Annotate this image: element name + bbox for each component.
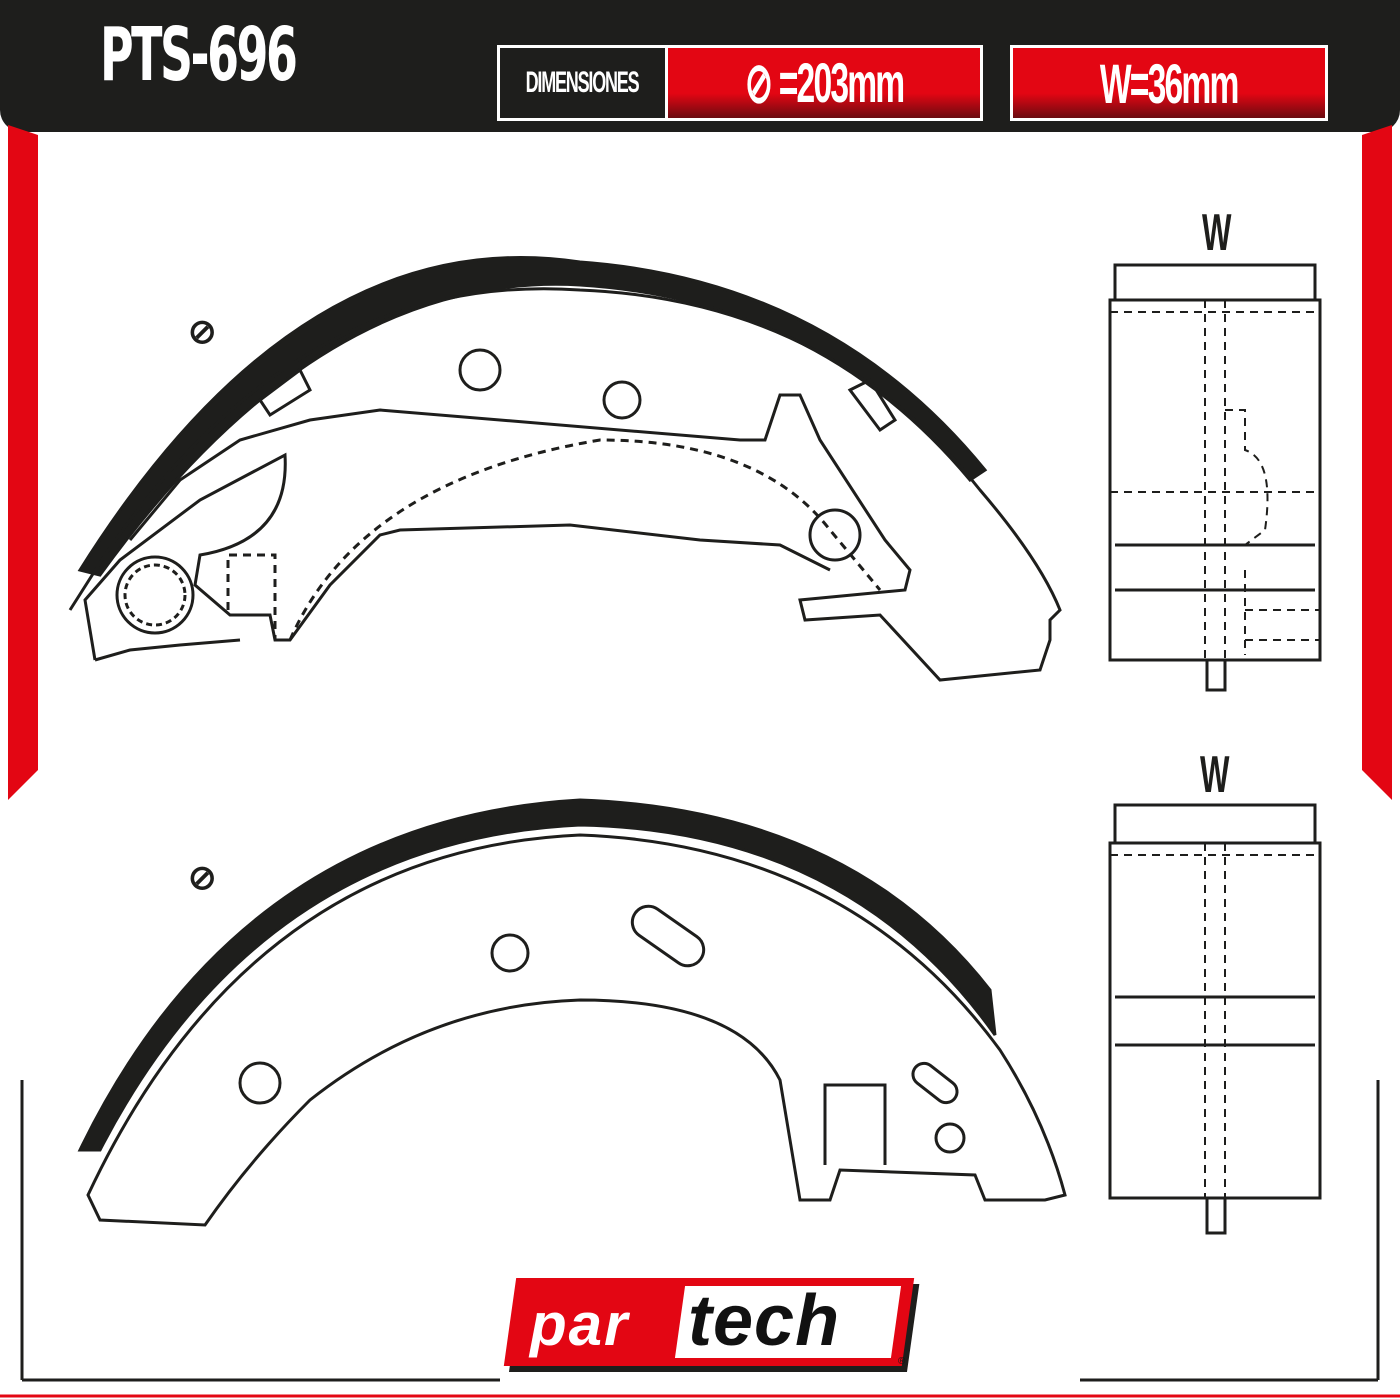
top-brake-shoe	[68, 256, 1062, 682]
width-box: W=36mm	[1010, 45, 1328, 121]
bottom-side-view	[1108, 803, 1322, 1235]
bottom-width-label: W	[1200, 746, 1230, 804]
bottom-lining	[77, 798, 998, 1152]
right-red-band	[1362, 125, 1392, 800]
width-value: W=36mm	[1100, 51, 1239, 115]
top-diameter-symbol: ⊘	[188, 313, 217, 351]
top-lining	[77, 256, 988, 577]
diameter-value: ⊘ =203mm	[744, 51, 905, 114]
top-width-label: W	[1202, 204, 1232, 262]
partech-logo: par tech	[503, 1278, 915, 1366]
left-red-band	[8, 125, 38, 800]
header-bar: PTS-696 DIMENSIONES ⊘ =203mm W=36mm	[0, 0, 1400, 132]
part-code: PTS-696	[100, 12, 298, 98]
registered-mark: ®	[898, 1356, 906, 1367]
bottom-diameter-symbol: ⊘	[188, 859, 217, 897]
diameter-box: DIMENSIONES ⊘ =203mm	[497, 45, 983, 121]
dimensions-label: DIMENSIONES	[526, 66, 640, 99]
top-side-view	[1108, 263, 1322, 692]
bottom-brake-shoe	[77, 798, 1067, 1227]
